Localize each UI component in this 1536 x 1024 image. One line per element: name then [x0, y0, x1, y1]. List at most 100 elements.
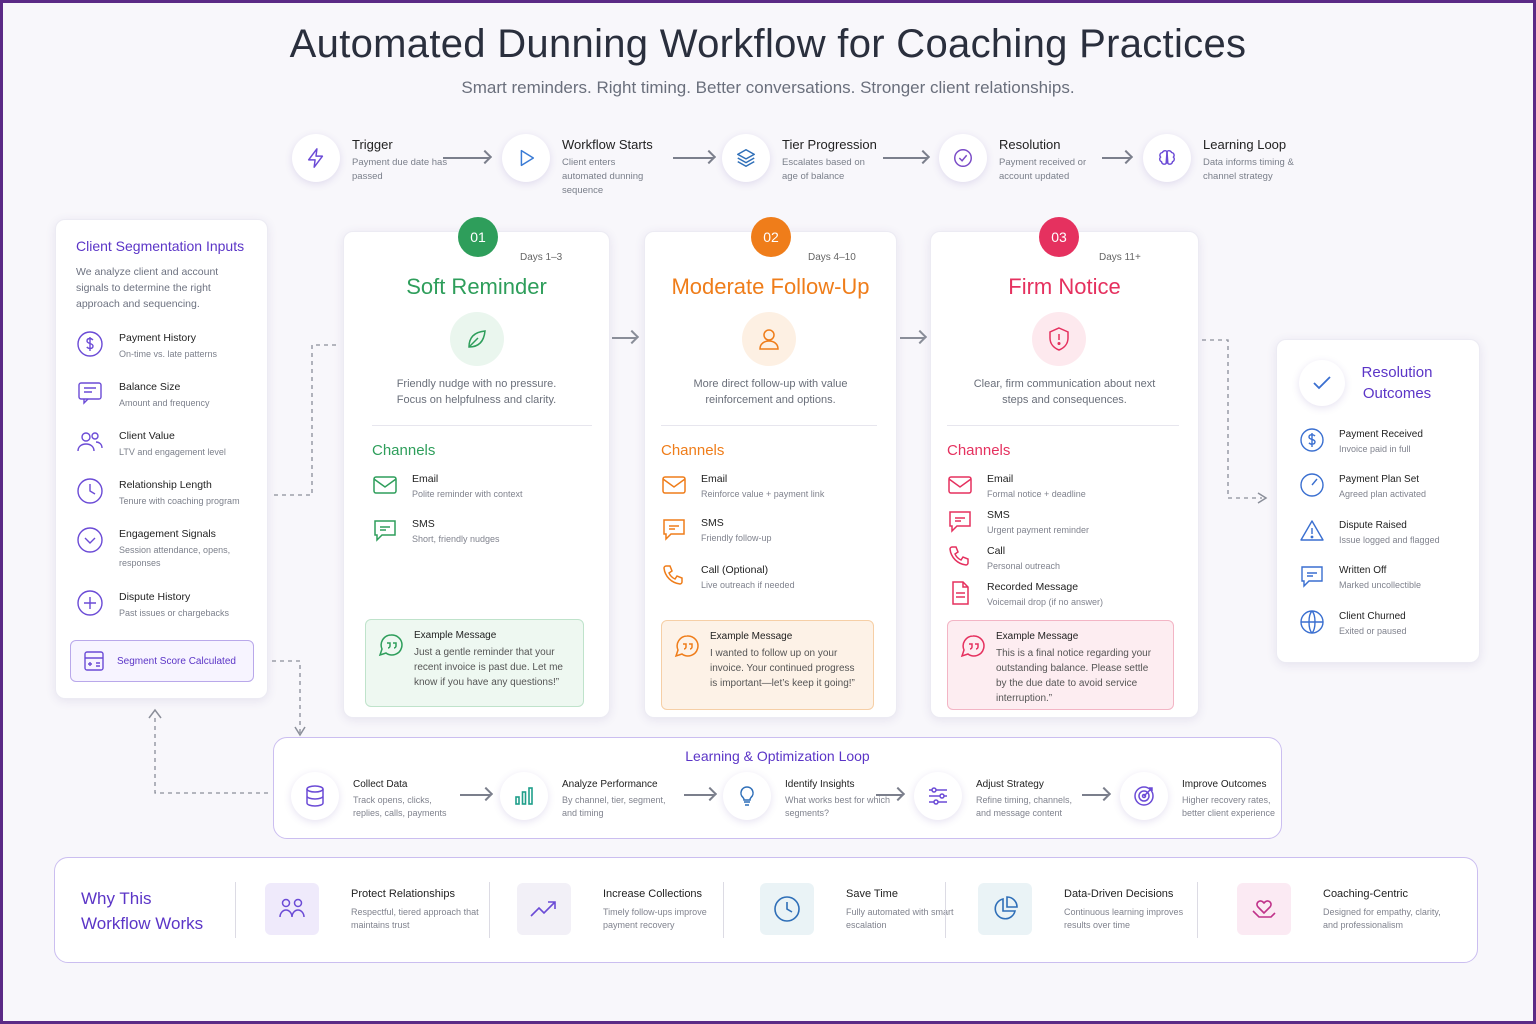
- flow-arrow: [883, 157, 927, 159]
- leaf-icon: [450, 312, 504, 366]
- pie-chart-icon: [978, 883, 1032, 935]
- channel-sms: SMS Short, friendly nudges: [372, 517, 500, 544]
- channel-desc: Polite reminder with context: [412, 489, 523, 499]
- channel-desc: Urgent payment reminder: [987, 525, 1090, 535]
- tier-card-moderate-follow-up: Days 4–10 Moderate Follow-Up More direct…: [644, 231, 897, 718]
- seg-item-title: Client Value: [119, 430, 175, 442]
- warning-triangle-icon: [1299, 518, 1325, 544]
- tier-card-firm-notice: Days 11+ Firm Notice Clear, firm communi…: [930, 231, 1199, 718]
- why-item-title: Protect Relationships: [351, 888, 455, 900]
- why-item-title: Save Time: [846, 888, 898, 900]
- tier-badge: 01: [458, 217, 498, 257]
- divider: [235, 882, 236, 938]
- why-panel: Why This Workflow Works Protect Relation…: [54, 857, 1478, 963]
- calculator-icon: [84, 651, 104, 671]
- channel-desc: Voicemail drop (if no answer): [987, 597, 1104, 607]
- tier-desc: More direct follow-up with value reinfor…: [693, 378, 848, 406]
- channel-desc: Reinforce value + payment link: [701, 489, 825, 499]
- why-item-desc: Fully automated with smart escalation: [846, 907, 954, 930]
- lightning-icon: [292, 134, 340, 182]
- res-item-desc: Agreed plan activated: [1339, 489, 1427, 499]
- divider: [372, 425, 592, 426]
- target-icon: [1120, 772, 1168, 820]
- why-title: Why This Workflow Works: [81, 889, 204, 933]
- channel-desc: Formal notice + deadline: [987, 489, 1086, 499]
- file-icon: [947, 580, 973, 606]
- example-message: Example Message This is a final notice r…: [947, 620, 1174, 710]
- channel-title: Email: [701, 473, 728, 485]
- seg-item-desc: On-time vs. late patterns: [119, 349, 218, 359]
- res-item-desc: Exited or paused: [1339, 626, 1407, 636]
- why-item-desc: Continuous learning improves results ove…: [1064, 907, 1184, 930]
- channel-desc: Short, friendly nudges: [412, 534, 500, 544]
- divider: [723, 882, 724, 938]
- heart-hand-icon: [1237, 883, 1291, 935]
- res-item-title: Client Churned: [1339, 611, 1406, 622]
- divider: [945, 882, 946, 938]
- loop-arrow: [876, 794, 902, 796]
- divider: [489, 882, 490, 938]
- tier-arrow: [612, 337, 636, 339]
- loop-arrow: [460, 794, 490, 796]
- example-message-label: Example Message: [414, 630, 497, 641]
- segmentation-desc: We analyze client and account signals to…: [76, 266, 219, 310]
- tier-card-soft-reminder: Days 1–3 Soft Reminder Friendly nudge wi…: [343, 231, 610, 718]
- channel-desc: Personal outreach: [987, 561, 1061, 571]
- loop-arrow: [684, 794, 714, 796]
- res-item-title: Payment Plan Set: [1339, 474, 1420, 485]
- seg-item-desc: LTV and engagement level: [119, 447, 226, 457]
- seg-item-title: Engagement Signals: [119, 528, 216, 540]
- segment-score-button[interactable]: Segment Score Calculated: [70, 640, 254, 682]
- globe-icon: [1299, 609, 1325, 635]
- tier-arrow: [900, 337, 924, 339]
- dollar-circle-icon: [76, 330, 104, 358]
- channels-label: Channels: [661, 442, 725, 459]
- play-icon: [502, 134, 550, 182]
- seg-item-title: Payment History: [119, 332, 197, 344]
- why-item-title: Increase Collections: [603, 888, 703, 900]
- loop-step-desc: Refine timing, channels, and message con…: [976, 795, 1073, 818]
- mail-icon: [947, 472, 973, 498]
- chevron-down-circle-icon: [76, 526, 104, 554]
- res-item-desc: Issue logged and flagged: [1339, 535, 1440, 545]
- channel-title: SMS: [412, 518, 435, 530]
- page-subtitle: Smart reminders. Right timing. Better co…: [461, 78, 1075, 97]
- chat-icon: [947, 508, 973, 534]
- clock-icon: [76, 477, 104, 505]
- flow-title: Tier Progression: [782, 137, 877, 152]
- flow-arrow: [443, 157, 489, 159]
- people-icon: [265, 883, 319, 935]
- clock-icon: [760, 883, 814, 935]
- lightbulb-icon: [723, 772, 771, 820]
- segment-score-label: Segment Score Calculated: [117, 655, 236, 667]
- tier-days: Days 4–10: [808, 252, 856, 263]
- why-item-title: Data-Driven Decisions: [1064, 888, 1174, 900]
- channel-desc: Friendly follow-up: [701, 533, 772, 543]
- tier-title: Soft Reminder: [406, 274, 547, 299]
- database-icon: [291, 772, 339, 820]
- quote-bubble-icon: [960, 633, 986, 659]
- user-icon: [742, 312, 796, 366]
- flow-title: Resolution: [999, 137, 1061, 152]
- loop-step-title: Improve Outcomes: [1182, 779, 1267, 790]
- example-message-text: Just a gentle reminder that your recent …: [414, 647, 563, 688]
- loop-step-desc: What works best for which segments?: [785, 795, 891, 818]
- divider: [661, 425, 877, 426]
- message-square-icon: [76, 379, 104, 407]
- loop-title: Learning & Optimization Loop: [685, 748, 870, 764]
- res-item-title: Payment Received: [1339, 429, 1423, 440]
